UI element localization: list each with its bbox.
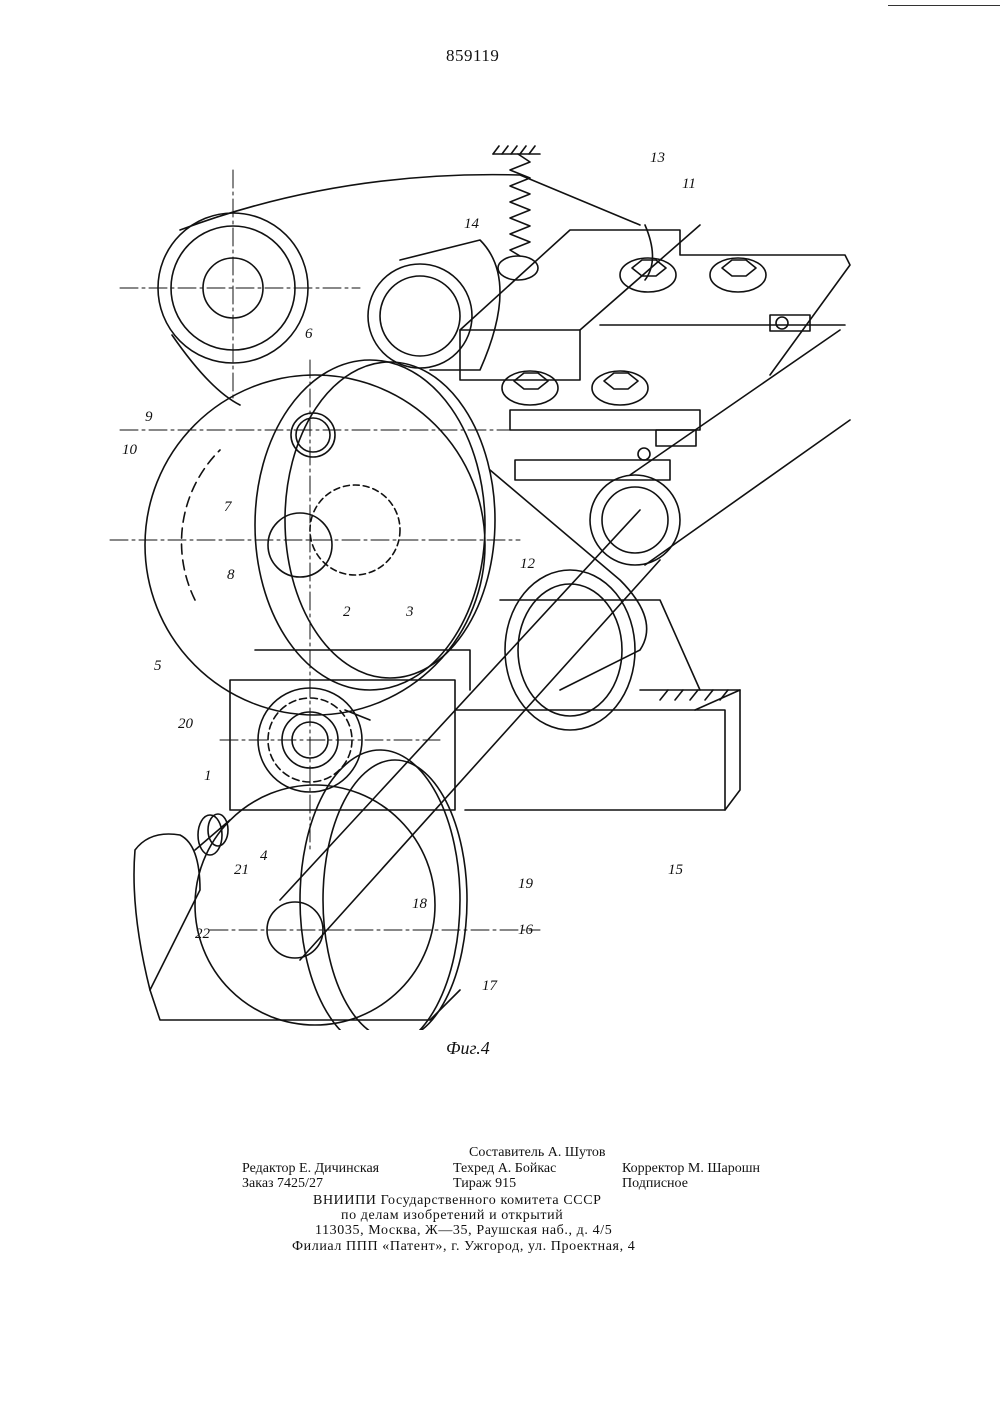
main-drum-5 bbox=[145, 360, 495, 715]
belt-12 bbox=[490, 470, 647, 690]
motor-housing-22 bbox=[134, 814, 460, 1020]
upper-slide-beam bbox=[460, 225, 850, 480]
circulation-line: Тираж 915 bbox=[453, 1176, 516, 1192]
center-lines bbox=[110, 170, 540, 930]
label-14: 14 bbox=[464, 216, 480, 232]
figure-caption: Фиг.4 bbox=[446, 1038, 490, 1059]
compiler-line: Составитель А. Шутов bbox=[469, 1145, 606, 1161]
label-18: 18 bbox=[412, 896, 428, 912]
page-number: 859119 bbox=[446, 46, 499, 66]
lower-rollers bbox=[500, 570, 700, 730]
label-8: 8 bbox=[227, 567, 235, 583]
label-9: 9 bbox=[145, 409, 153, 425]
label-7: 7 bbox=[224, 499, 233, 515]
label-20: 20 bbox=[178, 716, 194, 732]
order-line: Заказ 7425/27 bbox=[242, 1176, 323, 1192]
label-1: 1 bbox=[204, 768, 212, 784]
label-3: 3 bbox=[405, 604, 414, 620]
label-4: 4 bbox=[260, 848, 268, 864]
label-17: 17 bbox=[482, 978, 499, 994]
cutting-discs bbox=[195, 510, 660, 1030]
label-16: 16 bbox=[518, 922, 534, 938]
mechanism-drawing: 1 2 3 4 5 6 7 8 9 10 11 12 13 14 15 16 1… bbox=[100, 130, 860, 1030]
label-21: 21 bbox=[234, 862, 249, 878]
branch-line: Филиал ППП «Патент», г. Ужгород, ул. Про… bbox=[292, 1239, 635, 1255]
org-line-2: по делам изобретений и открытий bbox=[341, 1208, 563, 1224]
label-15: 15 bbox=[668, 862, 684, 878]
label-10: 10 bbox=[122, 442, 138, 458]
label-22: 22 bbox=[195, 926, 211, 942]
org-line-1: ВНИИПИ Государственного комитета СССР bbox=[313, 1193, 602, 1209]
label-6: 6 bbox=[305, 326, 313, 342]
back-rollers bbox=[368, 240, 500, 370]
corrector-line: Корректор М. Шарошн bbox=[622, 1161, 760, 1177]
org-address: 113035, Москва, Ж—35, Раушская наб., д. … bbox=[315, 1223, 612, 1239]
upper-pulley-assembly bbox=[158, 175, 653, 405]
label-5: 5 bbox=[154, 658, 162, 674]
label-13: 13 bbox=[650, 150, 665, 166]
editor-line: Редактор Е. Дичинская bbox=[242, 1161, 379, 1177]
label-12: 12 bbox=[520, 556, 536, 572]
top-rule bbox=[888, 5, 1000, 6]
techred-line: Техред А. Бойкас bbox=[453, 1161, 556, 1177]
lower-right-roller bbox=[590, 330, 850, 565]
label-11: 11 bbox=[682, 176, 696, 192]
base-bar-15 bbox=[455, 690, 740, 810]
spring-14 bbox=[493, 146, 540, 280]
subscription-line: Подписное bbox=[622, 1176, 688, 1192]
label-19: 19 bbox=[518, 876, 534, 892]
label-2: 2 bbox=[343, 604, 351, 620]
